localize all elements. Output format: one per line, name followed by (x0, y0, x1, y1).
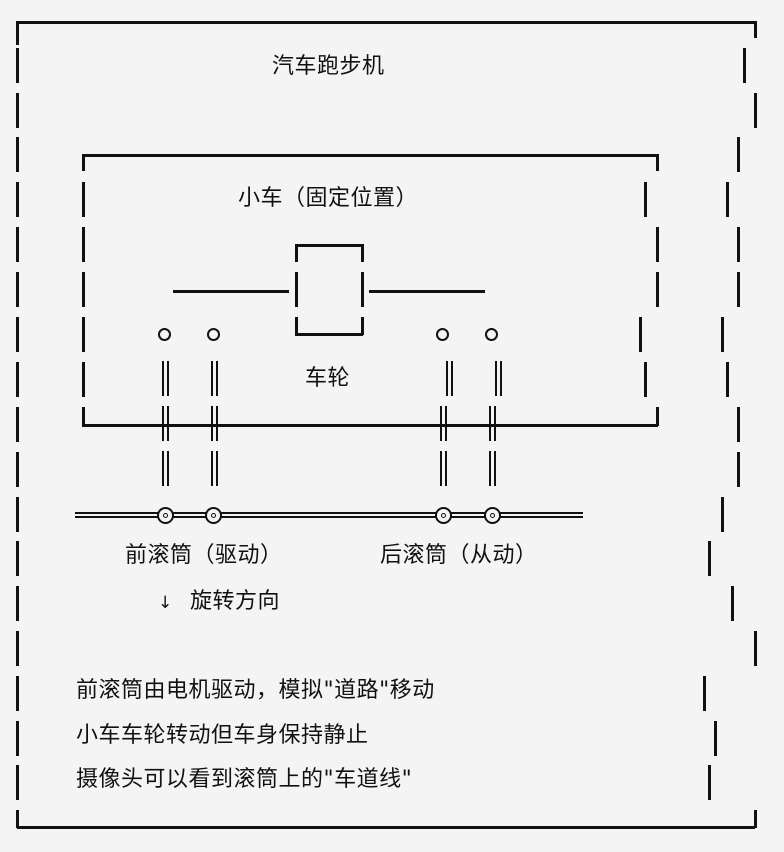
outer-right-seg (737, 227, 740, 262)
outer-left-seg (16, 631, 19, 666)
outer-left-seg (16, 362, 19, 397)
car-right-seg (656, 154, 659, 171)
car-box-top (82, 154, 658, 157)
note-line: 摄像头可以看到滚筒上的"车道线" (76, 767, 413, 792)
outer-right-seg (754, 21, 757, 38)
diagram-title: 汽车跑步机 (272, 54, 385, 79)
outer-left-seg (16, 407, 19, 442)
wheels-label: 车轮 (305, 366, 351, 391)
outer-left-seg (16, 586, 19, 621)
outer-left-seg (16, 497, 19, 532)
car-body-top (295, 244, 363, 247)
outer-right-seg (737, 452, 740, 487)
outer-left-seg (16, 182, 19, 217)
outer-right-seg (726, 362, 729, 397)
car-body-right (361, 317, 364, 335)
outer-right-seg (731, 586, 734, 621)
car-left-seg (82, 407, 85, 426)
outer-left-seg (16, 227, 19, 262)
outer-left-seg (16, 48, 19, 83)
wheel-icon (158, 328, 171, 341)
outer-frame-top (17, 21, 755, 24)
car-right-seg (656, 227, 659, 262)
connector-seg (495, 361, 502, 396)
car-box-bottom (82, 424, 658, 427)
outer-right-seg (754, 810, 757, 828)
outer-right-seg (743, 48, 746, 83)
rear-roller-icon (484, 507, 501, 524)
car-right-seg (644, 362, 647, 397)
connector-seg (162, 451, 169, 486)
outer-right-seg (737, 137, 740, 172)
rear-roller-label: 后滚筒（从动） (380, 543, 538, 568)
connector-seg (211, 361, 218, 396)
car-body-right (361, 272, 364, 307)
car-left-seg (82, 154, 85, 171)
outer-right-seg (714, 721, 717, 756)
outer-right-seg (708, 541, 711, 576)
outer-right-seg (708, 765, 711, 800)
outer-right-seg (703, 676, 706, 711)
outer-left-seg (16, 721, 19, 756)
outer-right-seg (754, 93, 757, 128)
connector-seg (489, 406, 496, 441)
wheel-icon (436, 328, 449, 341)
connector-seg (440, 406, 447, 441)
outer-left-seg (16, 810, 19, 828)
car-right-seg (644, 182, 647, 217)
outer-right-seg (737, 272, 740, 307)
rotation-arrow-icon: ↓ (158, 593, 173, 613)
outer-right-seg (721, 317, 724, 352)
wheel-icon (207, 328, 220, 341)
outer-left-seg (16, 765, 19, 800)
outer-left-seg (16, 93, 19, 128)
car-left-seg (82, 362, 85, 397)
outer-right-seg (737, 407, 740, 442)
note-line: 前滚筒由电机驱动，模拟"道路"移动 (76, 678, 435, 703)
roller-track (75, 512, 583, 518)
car-body-bottom (295, 333, 363, 336)
outer-left-seg (16, 676, 19, 711)
car-body-left (295, 244, 298, 262)
connector-seg (211, 451, 218, 486)
outer-left-seg (16, 137, 19, 172)
car-left-seg (82, 317, 85, 352)
connector-seg (440, 451, 447, 486)
connector-seg (211, 406, 218, 441)
outer-left-seg (16, 317, 19, 352)
note-line: 小车车轮转动但车身保持静止 (76, 723, 369, 748)
axle-right (369, 290, 485, 293)
outer-right-seg (754, 631, 757, 666)
front-roller-icon (157, 507, 174, 524)
axle-left (173, 290, 289, 293)
car-right-seg (656, 407, 659, 426)
front-roller-icon (205, 507, 222, 524)
car-left-seg (82, 182, 85, 217)
outer-left-seg (16, 452, 19, 487)
front-roller-label: 前滚筒（驱动） (125, 543, 283, 568)
car-label: 小车（固定位置） (238, 186, 419, 211)
rotation-direction-label: 旋转方向 (190, 589, 281, 614)
connector-seg (489, 451, 496, 486)
outer-right-seg (721, 497, 724, 532)
car-left-seg (82, 272, 85, 307)
wheel-icon (485, 328, 498, 341)
car-left-seg (82, 227, 85, 262)
connector-seg (162, 406, 169, 441)
car-right-seg (639, 317, 642, 352)
outer-left-seg (16, 272, 19, 307)
outer-left-seg (16, 541, 19, 576)
outer-right-seg (726, 182, 729, 217)
connector-seg (446, 361, 453, 396)
rear-roller-icon (435, 507, 452, 524)
outer-left-seg (16, 21, 19, 45)
connector-seg (162, 361, 169, 396)
car-body-left (295, 317, 298, 335)
car-body-right (361, 244, 364, 262)
outer-frame-bottom (17, 826, 755, 829)
car-body-left (295, 272, 298, 307)
car-right-seg (656, 272, 659, 307)
